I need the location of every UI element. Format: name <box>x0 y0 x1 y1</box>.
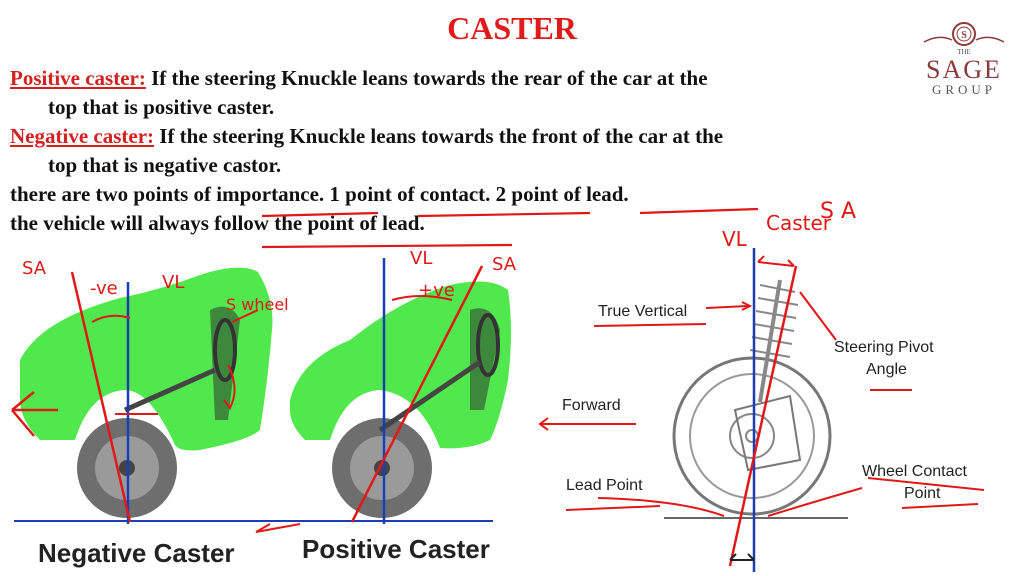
angle-label: Angle <box>866 361 907 378</box>
page-title: CASTER <box>447 10 577 46</box>
logo-emblem <box>952 22 976 46</box>
positive-caster-label: Positive Caster <box>302 534 490 564</box>
s-wheel-label: S wheel <box>226 295 289 314</box>
steering-pivot-label: Steering Pivot <box>834 339 934 356</box>
positive-caster-paragraph: Positive caster: If the steering Knuckle… <box>10 64 910 93</box>
point-label: Point <box>904 485 941 502</box>
positive-caster-line2: top that is positive caster. <box>48 95 275 119</box>
sage-group-logo: S THE SAGE GROUP <box>923 22 1005 97</box>
negative-caster-paragraph: Negative caster: If the steering Knuckle… <box>10 122 910 151</box>
vl-label-left: VL <box>162 272 184 293</box>
negative-caster-line2: top that is negative castor. <box>48 153 282 177</box>
negative-caster-line1: If the steering Knuckle leans towards th… <box>154 124 724 148</box>
negative-caster-label: Negative Caster <box>38 538 235 568</box>
wheel-right <box>332 418 432 518</box>
vl-label-right: VL <box>410 248 432 269</box>
positive-caster-car <box>255 258 511 533</box>
sa-label-left: SA <box>22 258 47 279</box>
positive-caster-line1: If the steering Knuckle leans towards th… <box>145 66 708 90</box>
wheel-contact-label: Wheel Contact <box>862 463 967 480</box>
importance-line: there are two points of importance. 1 po… <box>10 182 629 206</box>
car-body-right <box>290 281 511 449</box>
lead-point-label: Lead Point <box>566 477 643 494</box>
logo-sub-text: GROUP <box>932 82 996 97</box>
steering-axis-right <box>350 265 484 523</box>
steering-pivot-axis <box>728 265 798 567</box>
steering-axis-left <box>70 271 132 523</box>
wheel-left <box>77 418 177 518</box>
logo-main-text: SAGE <box>926 55 1002 84</box>
logo-top-text: THE <box>957 48 971 56</box>
follow-line: the vehicle will always follow the point… <box>10 211 425 235</box>
true-vertical-label: True Vertical <box>598 303 687 320</box>
negative-caster-car <box>11 267 273 524</box>
negative-caster-term: Negative caster: <box>10 124 155 148</box>
caster-wheel-diagram <box>538 248 985 572</box>
sa-label-right: SA <box>492 254 517 275</box>
logo-emblem-letter: S <box>961 30 967 41</box>
pos-ve-label: +ve <box>418 280 455 301</box>
coil-spring <box>749 284 799 358</box>
car-body-left <box>20 267 273 451</box>
text-block: Positive caster: If the steering Knuckle… <box>10 64 910 238</box>
positive-caster-term: Positive caster: <box>10 66 146 90</box>
neg-ve-label: -ve <box>90 278 118 299</box>
tyre-outer <box>672 356 832 516</box>
forward-label: Forward <box>562 397 621 414</box>
